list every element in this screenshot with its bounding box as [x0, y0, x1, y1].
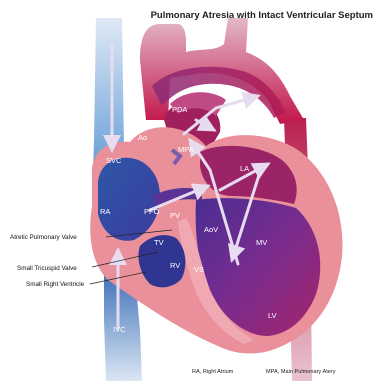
callout-small-tricuspid-valve: Small Tricuspid Valve: [17, 265, 77, 272]
label-lv: LV: [268, 311, 277, 320]
label-tv: TV: [154, 238, 164, 247]
label-ivc: IVC: [113, 325, 126, 334]
label-vs: VS: [194, 265, 204, 274]
label-rv: RV: [170, 261, 180, 270]
label-aov: AoV: [204, 225, 218, 234]
label-ao: Ao: [138, 133, 147, 142]
label-mv: MV: [256, 238, 267, 247]
label-pfo: PFO: [144, 207, 160, 216]
label-mpa: MPA: [178, 145, 194, 154]
legend-mpa: MPA, Main Pulmonary Atery: [266, 369, 336, 375]
label-pda: PDA: [172, 105, 187, 114]
label-pv: PV: [170, 211, 180, 220]
legend-ra: RA, Right Atrium: [192, 369, 234, 375]
callout-atretic-pulmonary-valve: Atretic Pulmonary Valve: [10, 234, 77, 241]
label-svc: SVC: [106, 156, 122, 165]
diagram-title: Pulmonary Atresia with Intact Ventricula…: [151, 10, 373, 21]
label-ra: RA: [100, 207, 110, 216]
callout-small-right-ventricle: Small Right Ventricle: [26, 281, 85, 288]
label-la: LA: [240, 164, 249, 173]
